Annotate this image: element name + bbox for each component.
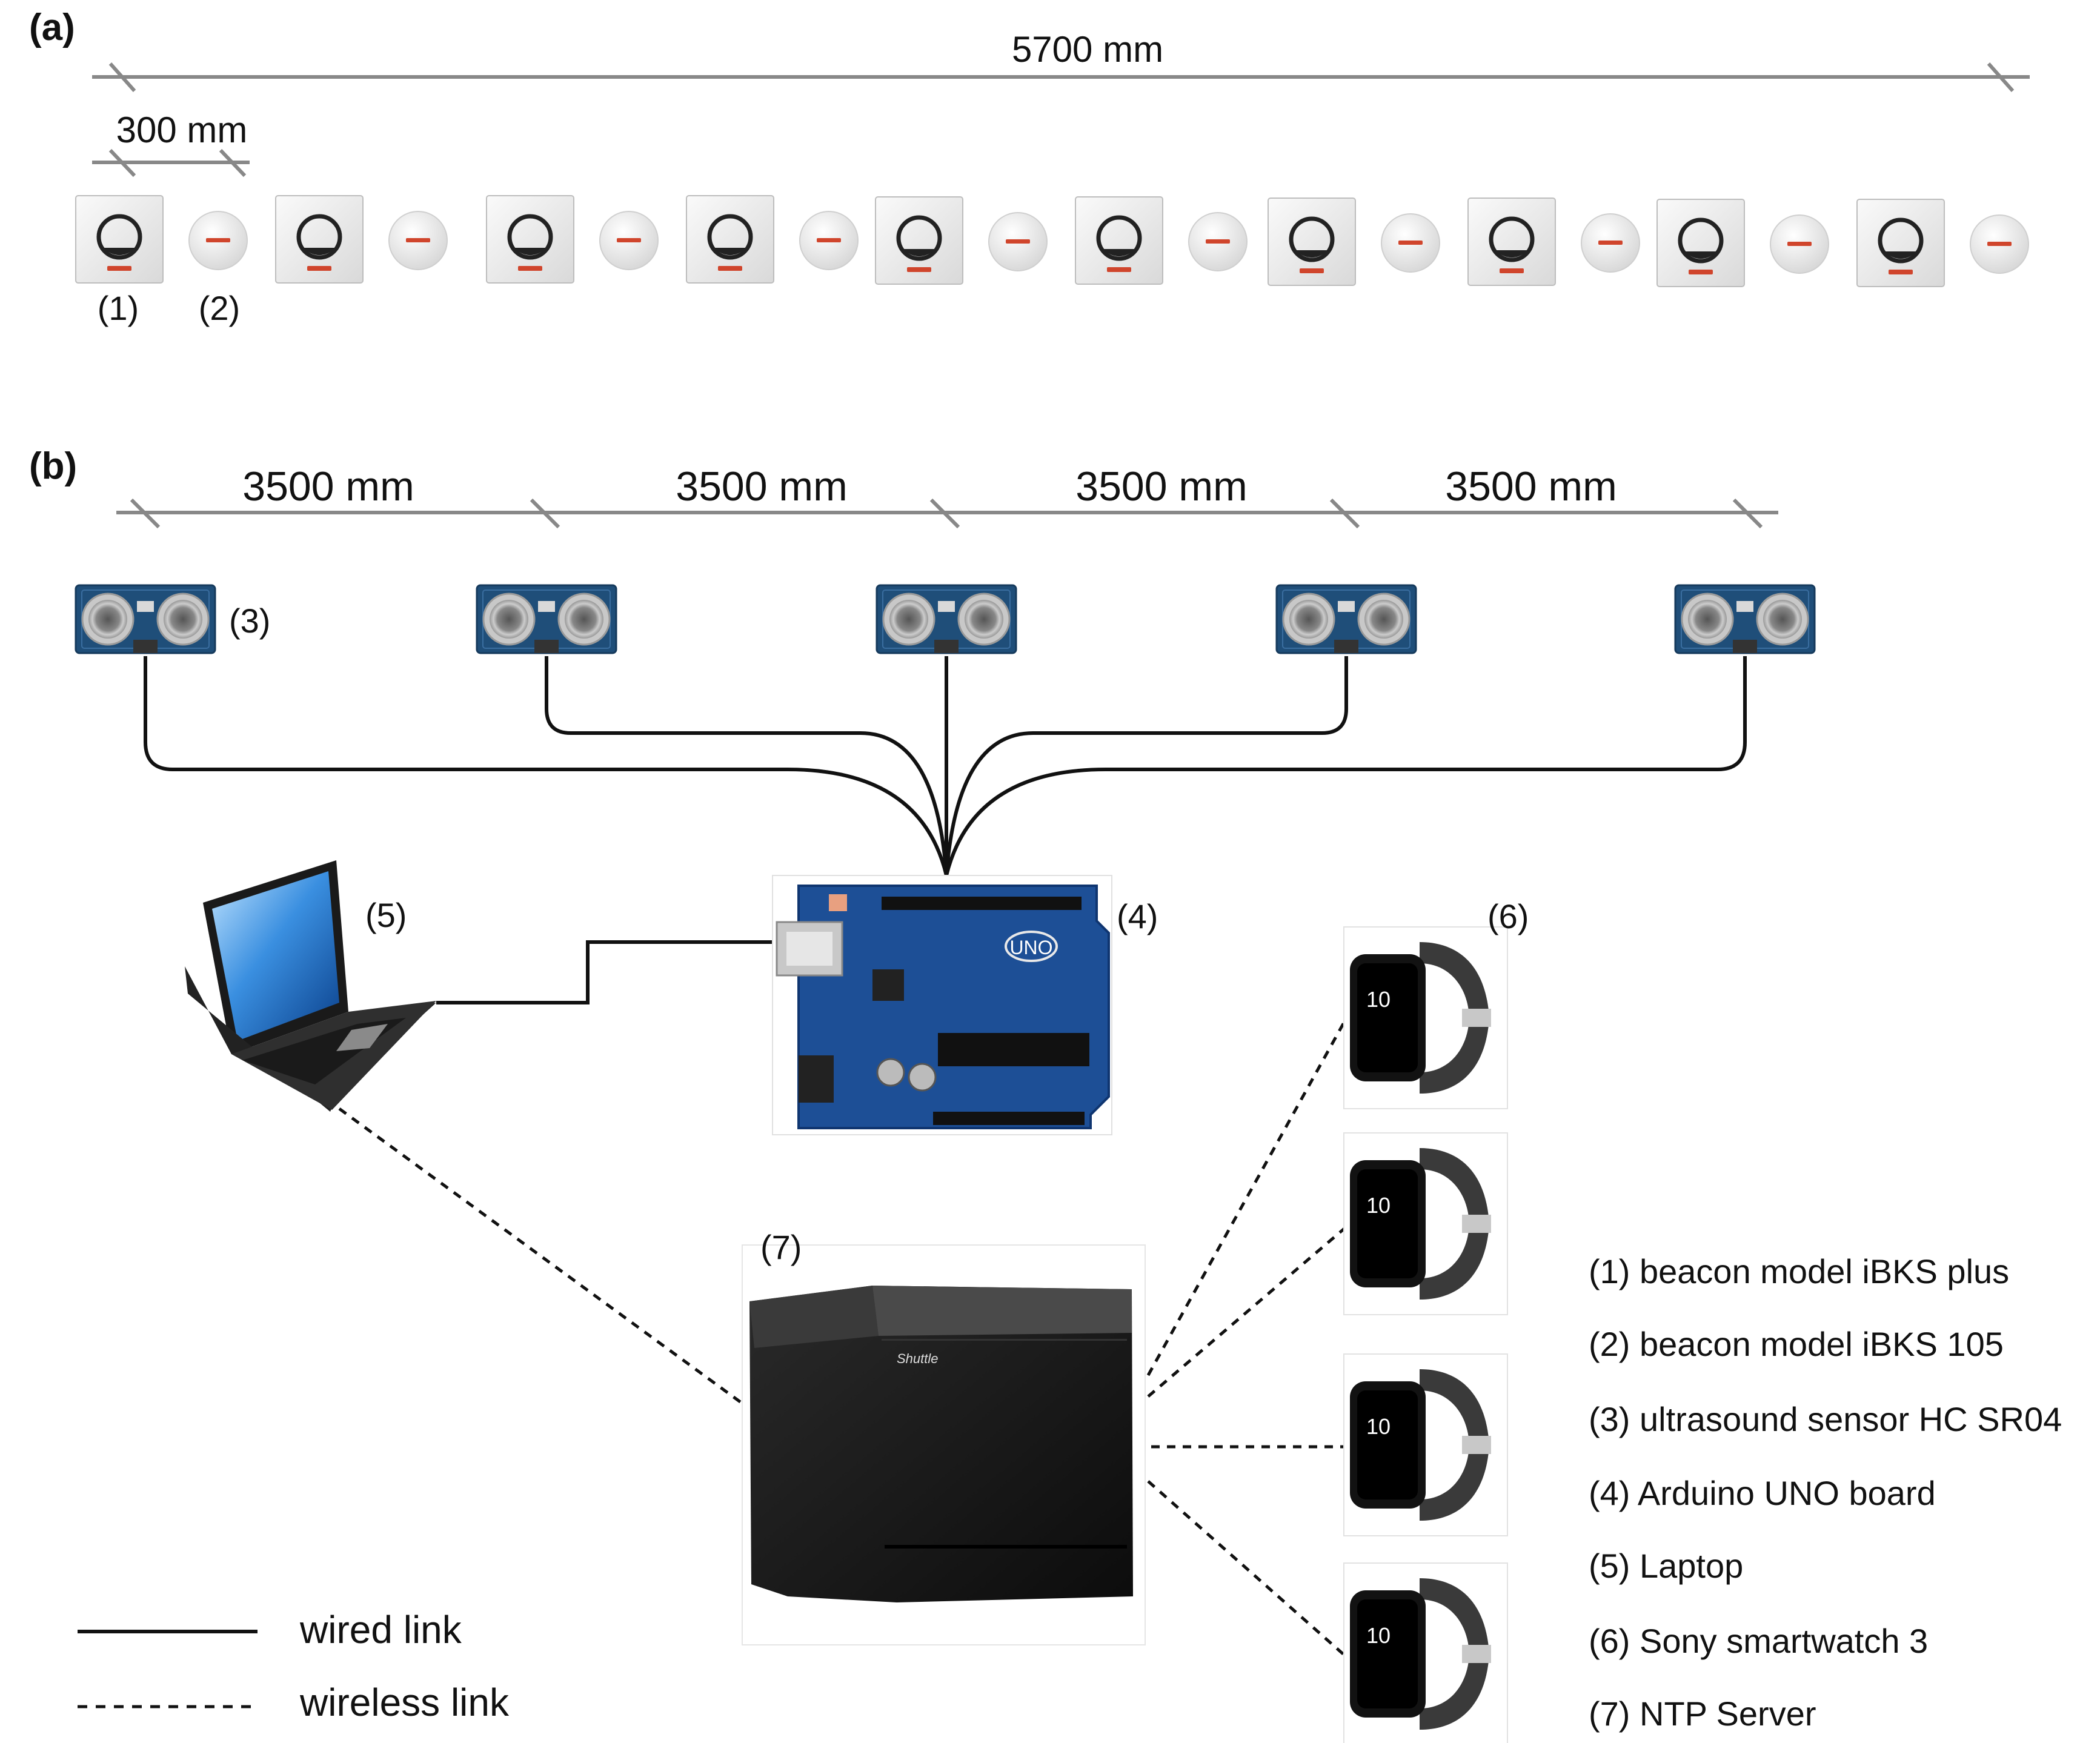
svg-text:10: 10 <box>1366 1193 1391 1218</box>
beacon-ibks-plus <box>1268 198 1355 285</box>
ultrasound-sensor <box>1674 584 1816 654</box>
smartwatch: 10 <box>1343 926 1508 1109</box>
sensor-marker: (3) <box>229 602 270 640</box>
server-marker: (7) <box>760 1228 802 1266</box>
beacon-ibks-plus <box>1468 198 1555 285</box>
sensor-cables <box>144 656 1747 876</box>
beacon-row <box>76 196 2029 287</box>
beacon-ibks-105 <box>599 211 659 270</box>
sensor-row <box>75 584 1816 654</box>
beacon-ibks-plus <box>1657 199 1744 287</box>
arduino-uno-text: UNO <box>1009 937 1052 958</box>
beacon-ibks-105 <box>388 211 448 270</box>
segment-dimension-label: 3500 mm <box>1445 463 1617 510</box>
ultrasound-sensor <box>1275 584 1417 654</box>
beacon-ibks-105 <box>1581 213 1640 273</box>
total-dimension-label: 5700 mm <box>1012 29 1163 70</box>
smartwatch: 10 <box>1343 1132 1508 1315</box>
svg-text:10: 10 <box>1366 987 1391 1012</box>
arduino-marker: (4) <box>1117 897 1158 935</box>
beacon-ibks-plus <box>686 196 774 283</box>
legend-item: (5) Laptop <box>1589 1547 1743 1585</box>
beacon1-marker: (1) <box>98 289 139 327</box>
link-legend: wired link wireless link <box>78 1608 510 1724</box>
wireless-link-label: wireless link <box>299 1681 510 1724</box>
segment-dimension-label: 3500 mm <box>1075 463 1247 510</box>
legend-item: (6) Sony smartwatch 3 <box>1589 1622 1928 1660</box>
server-brand: Shuttle <box>897 1351 939 1366</box>
wireless-links <box>338 1011 1352 1661</box>
segment-dimension-label: 3500 mm <box>242 463 414 510</box>
beacon-ibks-plus <box>1075 197 1163 284</box>
svg-text:10: 10 <box>1366 1623 1391 1648</box>
laptop-marker: (5) <box>365 896 407 934</box>
ntp-server: Shuttle <box>742 1244 1146 1645</box>
beacon-ibks-105 <box>799 211 859 270</box>
panel-b-label: (b) <box>29 445 77 487</box>
beacon-ibks-105 <box>1770 214 1829 274</box>
watch-marker: (6) <box>1487 897 1529 935</box>
beacon-ibks-plus <box>1857 199 1944 287</box>
smartwatch: 10 <box>1343 1353 1508 1536</box>
ultrasound-sensor <box>75 584 216 654</box>
smartwatch: 10 <box>1343 1562 1508 1743</box>
beacon-ibks-105 <box>1970 214 2029 274</box>
laptop <box>185 860 436 1112</box>
beacon-ibks-105 <box>988 212 1048 271</box>
laptop-arduino-cable <box>436 940 776 1004</box>
spacing-dimension-line <box>92 148 250 178</box>
beacon-ibks-105 <box>1188 212 1248 271</box>
segment-dimension-label: 3500 mm <box>676 463 847 510</box>
beacon-ibks-plus <box>487 196 574 283</box>
beacon-ibks-105 <box>1381 213 1440 273</box>
beacon-ibks-105 <box>188 211 248 270</box>
arduino-board: UNO <box>772 875 1112 1135</box>
ultrasound-sensor <box>476 584 617 654</box>
legend-item: (7) NTP Server <box>1589 1695 1816 1733</box>
ultrasound-sensor <box>876 584 1017 654</box>
segment-dimension-line <box>116 498 1778 529</box>
legend-item: (3) ultrasound sensor HC SR04 <box>1589 1400 2062 1438</box>
beacon-ibks-plus <box>876 197 963 284</box>
smartwatch-stack: 10 10 10 10 <box>1343 926 1508 1743</box>
legend-item: (4) Arduino UNO board <box>1589 1474 1936 1512</box>
panel-a-label: (a) <box>29 7 75 48</box>
spacing-dimension-label: 300 mm <box>116 110 248 150</box>
beacon-ibks-plus <box>76 196 163 283</box>
beacon2-marker: (2) <box>199 289 240 327</box>
legend-item: (2) beacon model iBKS 105 <box>1589 1325 2004 1363</box>
svg-text:10: 10 <box>1366 1414 1391 1439</box>
device-legend: (1) beacon model iBKS plus (2) beacon mo… <box>1589 1252 2062 1733</box>
wired-link-label: wired link <box>299 1608 462 1652</box>
beacon-ibks-plus <box>276 196 363 283</box>
legend-item: (1) beacon model iBKS plus <box>1589 1252 2009 1290</box>
total-dimension-line <box>92 62 2030 92</box>
